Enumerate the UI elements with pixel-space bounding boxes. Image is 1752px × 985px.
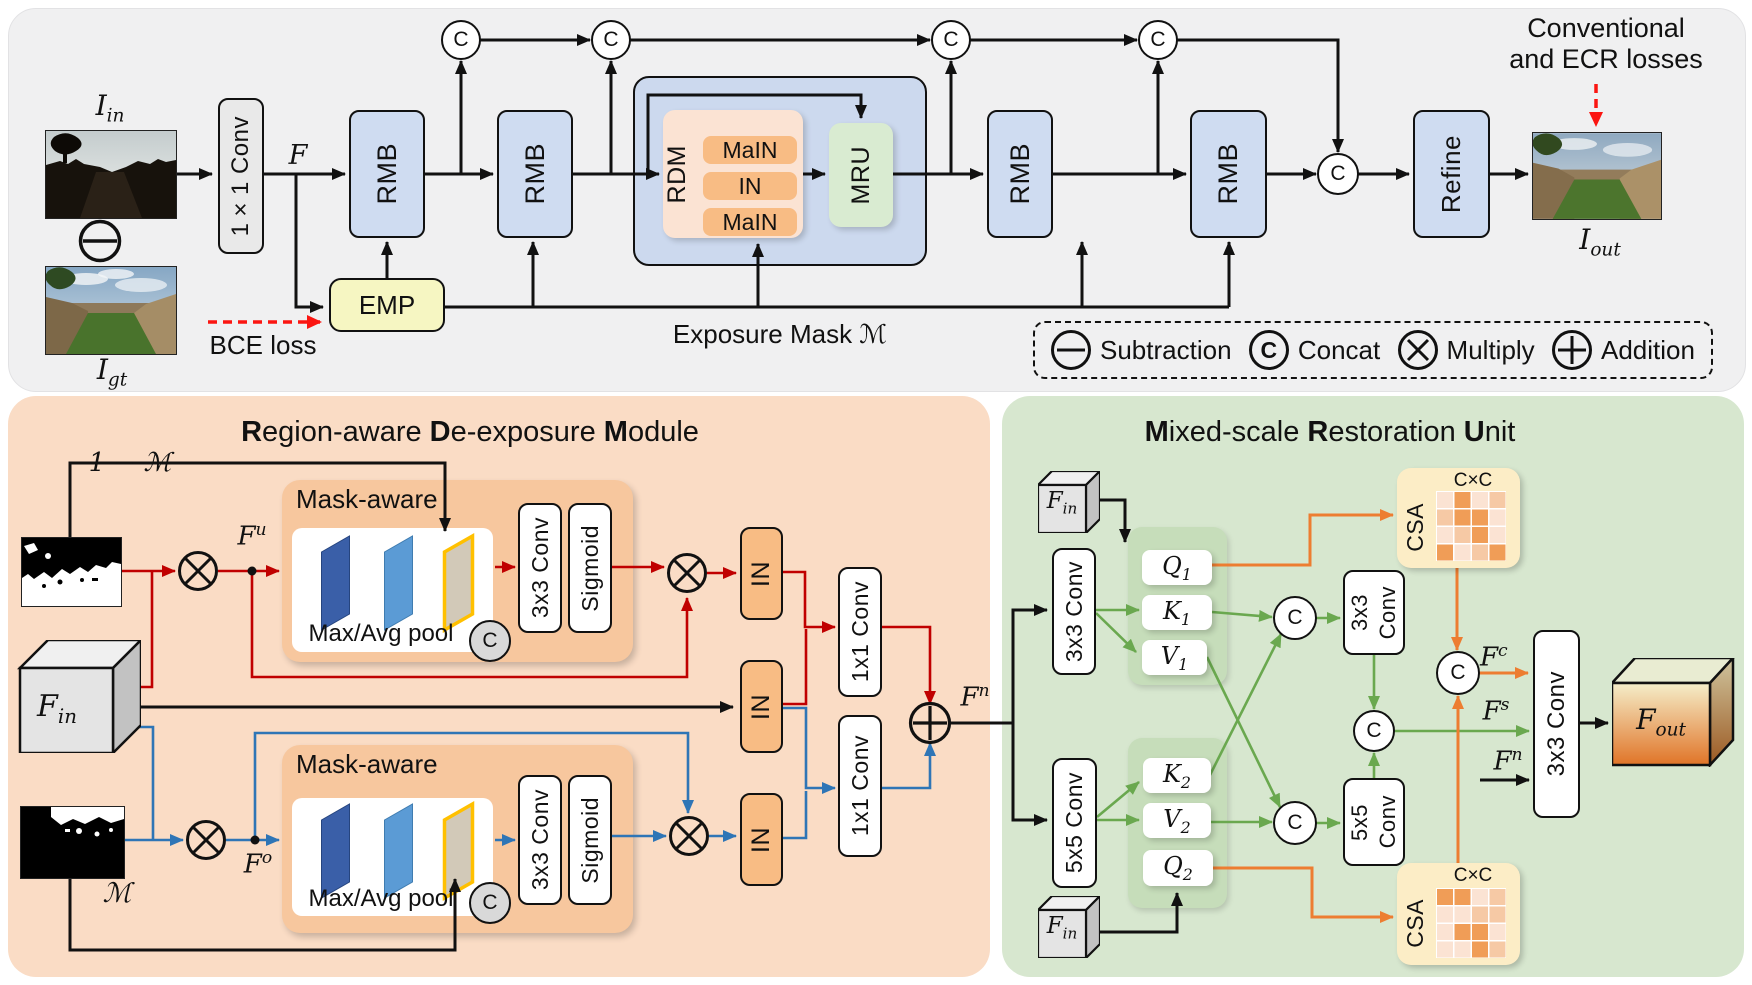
concat-circle-4: C — [1138, 20, 1178, 60]
addition-icon — [908, 701, 952, 745]
i-in-label: Iin — [95, 89, 125, 127]
emp-block: EMP — [329, 278, 445, 332]
conv3x3-block-upper: 3x3 Conv — [518, 503, 562, 633]
mask-image — [20, 806, 125, 879]
mru-block: MRU — [829, 123, 893, 227]
bce-loss-label: BCE loss — [209, 329, 317, 360]
conv5x5-mix-block: 5x5 Conv — [1343, 778, 1405, 866]
q1-box: Q1 — [1142, 550, 1212, 585]
i-gt-label: Igt — [96, 353, 128, 391]
csa-grid-bottom-icon — [1436, 888, 1506, 958]
cxc-label-bottom: C×C — [1453, 865, 1493, 886]
f-u-label: Fu — [237, 520, 267, 552]
main-block-bottom: MaIN — [703, 208, 797, 236]
mask-aware-title-lower: Mask-aware — [296, 748, 438, 779]
i-out-label: Iout — [1579, 223, 1621, 261]
k1-box: K1 — [1142, 595, 1212, 630]
legend-concat: C Concat — [1248, 330, 1380, 370]
f-n-label: Fn — [960, 681, 990, 713]
output-image — [1532, 132, 1662, 220]
f-label: F — [288, 139, 308, 171]
max-avg-pool-label-upper: Max/Avg pool — [308, 620, 454, 647]
sigmoid-block-upper: Sigmoid — [568, 503, 612, 633]
conv3x3-output-block: 3x3 Conv — [1533, 630, 1580, 818]
legend: Subtraction C Concat Multiply Addition — [1033, 321, 1713, 379]
refine-block: Refine — [1413, 110, 1490, 238]
concat-circle-keys: C — [1273, 596, 1317, 640]
legend-subtraction: Subtraction — [1051, 330, 1232, 370]
concat-circle-channel: C — [1436, 651, 1480, 695]
multiply-icon-lower — [185, 819, 227, 861]
addition-icon — [1552, 330, 1592, 370]
f-out-label: Fout — [1636, 703, 1686, 741]
ground-truth-image — [45, 266, 177, 355]
v1-box: V1 — [1142, 640, 1207, 675]
conv3x3-scale-block: 3x3 Conv — [1052, 548, 1096, 675]
in-block-red: IN — [740, 527, 783, 620]
v2-box: V2 — [1143, 803, 1211, 838]
concat-circle-final: C — [1317, 153, 1359, 195]
f-in-top-label: Fin — [1046, 488, 1078, 518]
f-n-input-label: Fn — [1493, 745, 1523, 777]
f-in-cube-label: Fin — [37, 688, 77, 728]
exposure-mask-label: Exposure Mask ℳ — [672, 318, 888, 349]
k2-box: K2 — [1143, 758, 1211, 793]
f-o-label: Fo — [243, 848, 273, 880]
concat-circle-pool-lower: C — [469, 882, 511, 924]
rmb-block-3: RMB — [987, 110, 1053, 238]
conv1x1-block-top: 1x1 Conv — [838, 567, 882, 697]
mru-panel-title: Mixed-scale Restoration Unit — [1144, 415, 1516, 448]
mask-aware-title-upper: Mask-aware — [296, 483, 438, 514]
f-s-label: Fs — [1482, 695, 1510, 727]
concat-circle-values: C — [1273, 801, 1317, 845]
f-in-bottom-label: Fin — [1046, 913, 1078, 943]
concat-circle-3: C — [931, 20, 971, 60]
q2-box: Q2 — [1143, 850, 1213, 886]
conv5x5-scale-block: 5x5 Conv — [1052, 758, 1097, 888]
conv3x3-block-lower: 3x3 Conv — [518, 775, 562, 905]
legend-addition: Addition — [1552, 330, 1695, 370]
legend-multiply: Multiply — [1397, 330, 1535, 370]
max-avg-pool-label-lower: Max/Avg pool — [308, 885, 454, 912]
multiply-icon-upper-2 — [666, 552, 708, 594]
subtraction-icon — [1051, 330, 1091, 370]
rdm-panel-title: Region-aware De-exposure Module — [241, 415, 699, 448]
f-c-label: Fc — [1480, 641, 1508, 673]
rmb-block-1: RMB — [349, 110, 425, 238]
concat-circle-1: C — [441, 20, 481, 60]
conv3x3-mix-block: 3x3 Conv — [1343, 570, 1405, 655]
conv1x1-block: 1×1 Conv — [218, 98, 264, 254]
rmb-block-2: RMB — [497, 110, 573, 238]
concat-circle-pool-upper: C — [469, 620, 511, 662]
csa-label-top: CSA — [1401, 502, 1428, 552]
cxc-label-top: C×C — [1453, 470, 1493, 491]
multiply-icon — [1397, 330, 1438, 370]
one-minus-mask-label: 1 − ℳ — [88, 448, 172, 478]
in-block-blue: IN — [740, 793, 783, 886]
in-block-mid: IN — [703, 172, 797, 200]
concat-circle-spatial: C — [1353, 710, 1395, 752]
multiply-icon-lower-2 — [668, 815, 710, 857]
inverse-mask-image — [21, 537, 122, 607]
in-block-mid: IN — [740, 660, 783, 753]
subtraction-icon — [77, 218, 123, 264]
mask-label: ℳ — [102, 877, 132, 909]
multiply-icon-upper — [177, 550, 219, 592]
concat-circle-2: C — [591, 20, 631, 60]
rmb-block-4: RMB — [1190, 110, 1267, 238]
csa-grid-top-icon — [1436, 491, 1506, 561]
csa-label-bottom: CSA — [1401, 898, 1428, 948]
sigmoid-block-lower: Sigmoid — [568, 775, 612, 905]
conv1x1-block-bottom: 1x1 Conv — [838, 715, 882, 857]
input-image — [45, 130, 177, 219]
f-in-cube-bottom — [1035, 893, 1103, 961]
main-block-top: MaIN — [703, 136, 797, 164]
f-out-cube — [1609, 654, 1736, 769]
concat-icon: C — [1248, 330, 1289, 370]
